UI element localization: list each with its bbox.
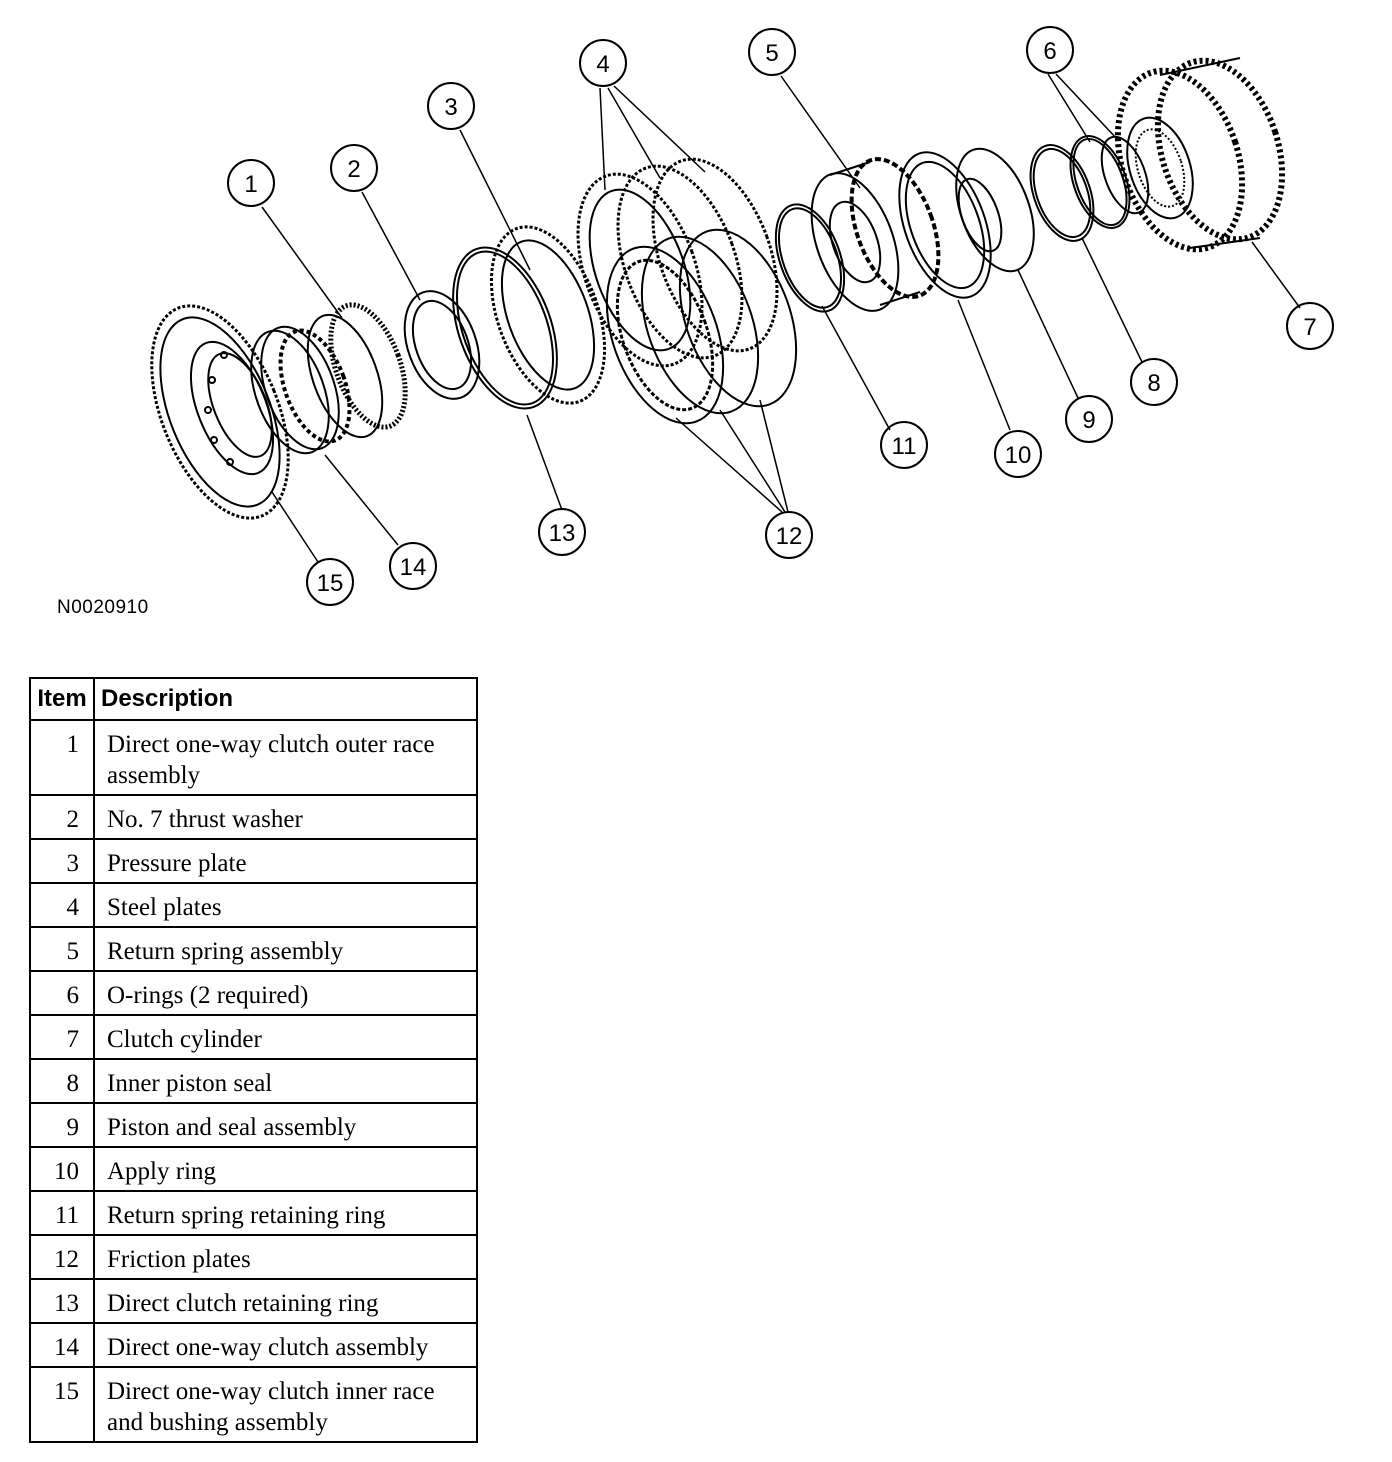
callout-6: 6 [1026,26,1074,74]
row-item: 3 [29,838,95,884]
row-description: Piston and seal assembly [93,1102,478,1148]
callout-2: 2 [330,144,378,192]
row-description: Direct one-way clutch assembly [93,1322,478,1368]
table-row: 8 Inner piston seal [29,1058,478,1104]
table-row: 6 O-rings (2 required) [29,970,478,1016]
row-description: Steel plates [93,882,478,928]
figure-id: N0020910 [57,597,149,618]
callout-13: 13 [538,508,586,556]
svg-text:7: 7 [1303,314,1316,341]
part-10-apply-ring [898,151,992,299]
svg-text:12: 12 [776,523,803,550]
header-description: Description [93,677,478,721]
part-8-inner-piston-seal [1029,144,1095,242]
callout-4: 4 [579,39,627,87]
table-row: 2 No. 7 thrust washer [29,794,478,840]
part-9-piston [955,147,1035,273]
row-item: 4 [29,882,95,928]
part-11-spring-retaining-ring [774,203,846,313]
svg-text:14: 14 [400,554,427,581]
part-1-outer-race [306,302,408,439]
part-5-return-spring-assembly [810,157,941,312]
row-description: Inner piston seal [93,1058,478,1104]
svg-text:1: 1 [244,171,257,198]
table-row: 13 Direct clutch retaining ring [29,1278,478,1324]
svg-text:6: 6 [1043,38,1056,65]
table-row: 9 Piston and seal assembly [29,1102,478,1148]
row-item: 6 [29,970,95,1016]
callout-9: 9 [1065,395,1113,443]
callout-1: 1 [227,159,275,207]
row-description: Apply ring [93,1146,478,1192]
callout-11: 11 [880,421,928,469]
part-2-thrust-washer [403,290,481,400]
svg-text:9: 9 [1082,407,1095,434]
part-14-one-way-clutch [250,325,352,455]
exploded-view-diagram: 1 2 3 4 5 6 7 8 9 10 11 12 [150,26,1334,606]
callout-15: 15 [306,558,354,606]
part-7-clutch-cylinder [1114,57,1286,253]
row-description: No. 7 thrust washer [93,794,478,840]
row-description: Direct one-way clutch inner race and bus… [93,1366,478,1443]
svg-text:15: 15 [317,570,344,597]
callout-3: 3 [427,82,475,130]
row-item: 12 [29,1234,95,1280]
table-row: 1 Direct one-way clutch outer race assem… [29,719,478,796]
row-item: 2 [29,794,95,840]
row-description: Clutch cylinder [93,1014,478,1060]
row-description: O-rings (2 required) [93,970,478,1016]
row-item: 7 [29,1014,95,1060]
row-description: Direct one-way clutch outer race assembl… [93,719,478,796]
svg-text:2: 2 [347,156,360,183]
row-item: 8 [29,1058,95,1104]
leader-lines [261,73,1301,563]
row-item: 1 [29,719,95,796]
callout-7: 7 [1286,302,1334,350]
row-item: 5 [29,926,95,972]
part-12-friction-plates [605,228,798,425]
row-description: Return spring assembly [93,926,478,972]
header-item: Item [29,677,95,721]
part-3-pressure-plate [489,225,607,405]
table-header-row: Item Description [29,677,478,721]
table-row: 4 Steel plates [29,882,478,928]
table-row: 11 Return spring retaining ring [29,1190,478,1236]
part-6-o-rings [1069,135,1150,229]
row-description: Pressure plate [93,838,478,884]
svg-text:4: 4 [596,51,609,78]
row-item: 15 [29,1366,95,1443]
svg-text:8: 8 [1147,370,1160,397]
svg-text:10: 10 [1005,442,1032,469]
table-row: 5 Return spring assembly [29,926,478,972]
table-row: 3 Pressure plate [29,838,478,884]
part-13-retaining-ring [452,246,558,410]
callout-12: 12 [765,511,813,559]
table-row: 7 Clutch cylinder [29,1014,478,1060]
callout-14: 14 [389,542,437,590]
table-row: 12 Friction plates [29,1234,478,1280]
row-item: 9 [29,1102,95,1148]
table-row: 10 Apply ring [29,1146,478,1192]
table-row: 15 Direct one-way clutch inner race and … [29,1366,478,1443]
svg-text:11: 11 [892,433,917,460]
part-15-inner-race [150,304,290,520]
row-item: 11 [29,1190,95,1236]
row-description: Friction plates [93,1234,478,1280]
svg-text:3: 3 [444,94,457,121]
callout-5: 5 [748,28,796,76]
parts-legend-table: Item Description 1 Direct one-way clutch… [29,677,478,1443]
part-4-steel-plates [576,157,779,368]
table-row: 14 Direct one-way clutch assembly [29,1322,478,1368]
callout-8: 8 [1130,358,1178,406]
svg-text:13: 13 [549,520,576,547]
row-item: 10 [29,1146,95,1192]
row-description: Direct clutch retaining ring [93,1278,478,1324]
callout-10: 10 [994,430,1042,478]
row-description: Return spring retaining ring [93,1190,478,1236]
row-item: 14 [29,1322,95,1368]
row-item: 13 [29,1278,95,1324]
svg-text:5: 5 [765,40,778,67]
